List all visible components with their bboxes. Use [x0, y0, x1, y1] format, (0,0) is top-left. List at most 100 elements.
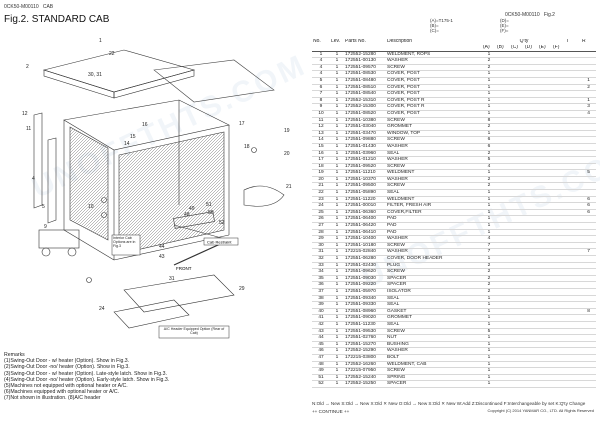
cell-qty-c	[510, 229, 524, 236]
cell-qty-f	[552, 262, 566, 269]
cell-qty-b	[496, 183, 510, 190]
cell-qty-a: 1	[487, 130, 491, 136]
cell-description: ISOLATOR	[387, 288, 411, 294]
cell-qty-f	[552, 157, 566, 164]
cell-qty-b	[496, 256, 510, 263]
cell-description: COVER,FILTER	[387, 209, 422, 215]
cell-r: 4	[587, 110, 590, 116]
cell-i	[566, 321, 581, 328]
cell-parts-no: 172551-09220	[345, 282, 376, 288]
cell-parts-no: 172552-15290	[345, 348, 376, 354]
cell-i	[566, 308, 581, 315]
cell-lev: 1	[335, 262, 339, 268]
cell-r	[581, 348, 596, 355]
cell-i	[566, 302, 581, 309]
cell-r	[581, 71, 596, 78]
cell-parts-no: 172551-09500	[345, 183, 376, 189]
col-description: Description	[387, 39, 413, 45]
cell-qty-d	[524, 170, 538, 177]
cell-r	[581, 223, 596, 230]
cell-qty-a: 6	[487, 143, 491, 149]
cell-parts-no: 172551-03960	[345, 150, 376, 156]
cell-description: COVER, POST	[387, 84, 420, 90]
cell-qty-d	[524, 183, 538, 190]
header-code-left: 0CK50-M00110 CAB	[4, 4, 54, 10]
cell-qty-f	[552, 203, 566, 210]
cell-lev: 1	[335, 176, 339, 182]
qty-col-a: (A)	[483, 45, 490, 50]
callout: 18	[244, 144, 250, 150]
cell-qty-e	[538, 282, 552, 289]
cell-parts-no: 172551-10380	[345, 117, 376, 123]
cell-qty-b	[496, 249, 510, 256]
cell-r: 2	[587, 84, 590, 90]
cell-qty-e	[538, 354, 552, 361]
cell-i	[566, 137, 581, 144]
cell-r: 1	[587, 97, 590, 103]
cell-r	[581, 91, 596, 98]
cell-description: COVER, POST	[387, 91, 420, 97]
cell-lev: 1	[335, 71, 339, 77]
cell-no: 7	[319, 91, 323, 97]
cell-description: SCREW	[387, 64, 405, 70]
cell-parts-no: 172551-09020	[345, 315, 376, 321]
cell-no: 17	[318, 157, 324, 163]
cell-r: 8	[587, 308, 590, 314]
cell-parts-no: 172551-09880	[345, 137, 376, 143]
top-window	[153, 59, 275, 103]
cell-qty-a: 1	[487, 256, 491, 261]
cell-qty-f	[552, 58, 566, 65]
cell-no: 4	[319, 71, 323, 77]
callout: 4	[32, 176, 35, 182]
cell-qty-c	[510, 190, 524, 197]
cell-r: 7	[587, 249, 590, 255]
cell-description: WASHER	[387, 249, 408, 255]
cell-qty-f	[552, 321, 566, 328]
cell-description: WASHER	[387, 348, 408, 354]
cell-lev: 1	[335, 354, 339, 360]
cell-qty-d	[524, 374, 538, 381]
cell-description: COVER, POST	[387, 110, 420, 116]
cell-qty-a: 1	[487, 104, 491, 110]
cell-qty-a: 2	[487, 288, 491, 294]
page-title: Fig.2. STANDARD CAB	[4, 14, 110, 25]
cell-qty-f	[552, 130, 566, 137]
cell-qty-c	[510, 216, 524, 223]
cell-i	[566, 51, 581, 58]
cell-qty-d	[524, 236, 538, 243]
cell-qty-b	[496, 269, 510, 276]
footer: N:Old → New S:Old → New X:Old ✕ New O:Ol…	[312, 401, 596, 414]
cell-qty-d	[524, 348, 538, 355]
cell-i	[566, 84, 581, 91]
cell-qty-c	[510, 308, 524, 315]
cell-qty-f	[552, 335, 566, 342]
cell-qty-b	[496, 163, 510, 170]
cell-no: 14	[318, 137, 324, 143]
cell-r	[581, 58, 596, 65]
callout: 20	[284, 151, 290, 157]
cell-qty-a: 2	[487, 176, 491, 182]
cell-r: 1	[587, 77, 590, 83]
cell-qty-f	[552, 163, 566, 170]
cell-qty-a: 5	[487, 157, 491, 163]
cell-no: 41	[318, 315, 324, 321]
cell-i	[566, 236, 581, 243]
cell-qty-b	[496, 190, 510, 197]
cell-qty-c	[510, 209, 524, 216]
cell-lev: 1	[335, 275, 339, 281]
cell-qty-b	[496, 64, 510, 71]
cell-qty-f	[552, 137, 566, 144]
cell-description: COVER, POST	[387, 77, 420, 83]
cell-r	[581, 176, 596, 183]
cell-parts-no: 172551-06280	[345, 256, 376, 261]
cell-qty-c	[510, 295, 524, 302]
cell-no: 34	[318, 269, 324, 275]
